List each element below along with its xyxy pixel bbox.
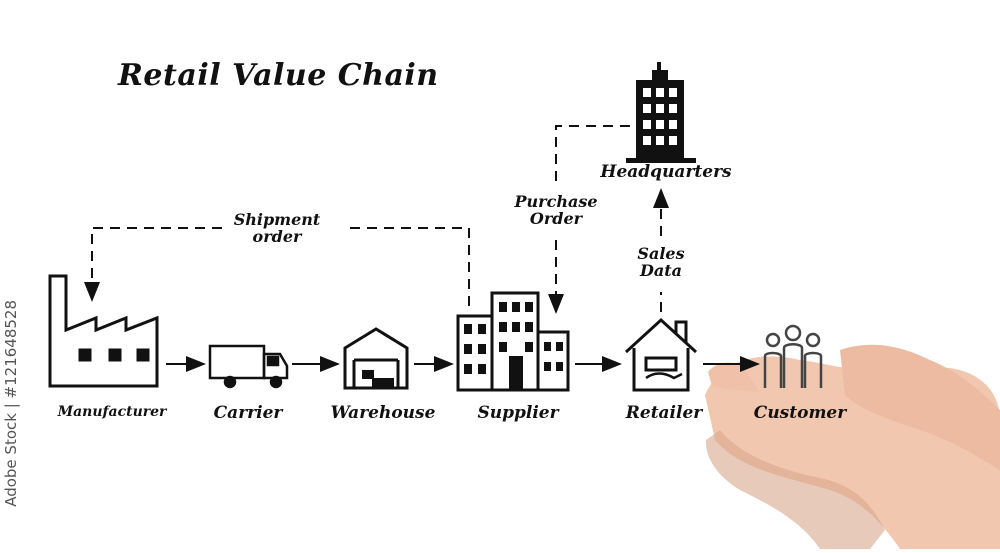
label-purchase-order: Purchase Order (514, 192, 598, 228)
hands-image (705, 344, 1000, 549)
label-sales-line1: Sales (637, 244, 685, 263)
stock-watermark: Adobe Stock | #121648528 (2, 300, 20, 507)
dash-shipment-right (350, 227, 470, 306)
label-shipment-line1: Shipment (233, 210, 321, 229)
customer-icon (763, 324, 823, 388)
dash-shipment-left (84, 227, 222, 302)
dash-purchase-top (555, 125, 630, 185)
label-shipment-line2: order (252, 226, 302, 246)
label-carrier: Carrier (213, 403, 283, 423)
diagram-title: Retail Value Chain (118, 58, 439, 93)
label-customer: Customer (753, 403, 847, 423)
headquarters-icon (626, 62, 696, 163)
label-shipment-order: Shipment order (233, 210, 321, 246)
label-purchase-line1: Purchase (514, 192, 598, 211)
retailer-icon (624, 317, 698, 392)
supplier-icon (456, 291, 570, 392)
label-purchase-line2: Order (529, 208, 583, 228)
label-sales-data: Sales Data (637, 244, 685, 280)
dashed-flows (84, 125, 669, 314)
label-retailer: Retailer (625, 403, 703, 423)
label-headquarters: Headquarters (600, 162, 732, 182)
label-supplier: Supplier (477, 403, 559, 423)
carrier-icon (208, 344, 289, 389)
manufacturer-icon (48, 274, 159, 388)
warehouse-icon (343, 327, 409, 390)
label-manufacturer: Manufacturer (57, 404, 167, 420)
label-warehouse: Warehouse (330, 403, 436, 423)
label-sales-line2: Data (640, 260, 682, 280)
